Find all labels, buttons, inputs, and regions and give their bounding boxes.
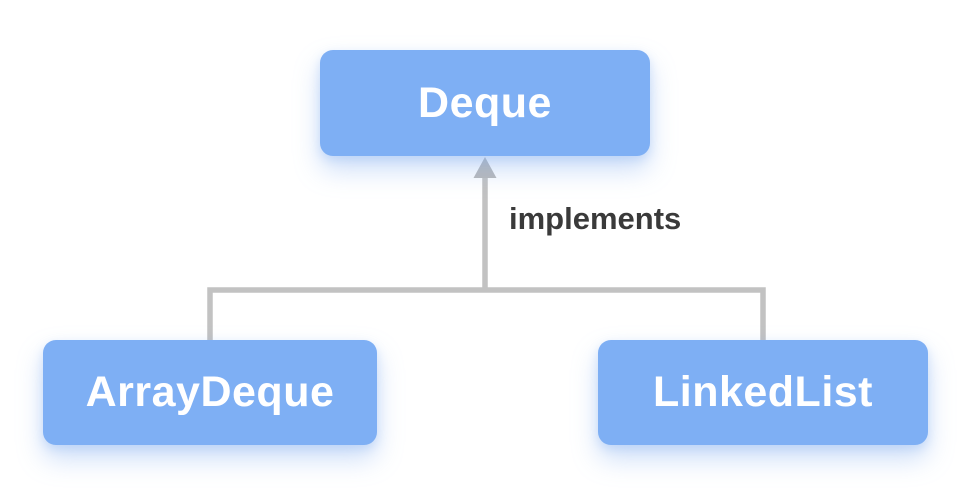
node-arraydeque: ArrayDeque — [43, 340, 377, 445]
node-linkedlist-label: LinkedList — [652, 368, 874, 416]
edge-implements-label: implements — [509, 201, 682, 236]
arrowhead-up-icon — [473, 157, 497, 178]
node-deque: Deque — [320, 50, 650, 156]
node-arraydeque-label: ArrayDeque — [85, 368, 335, 416]
node-linkedlist: LinkedList — [598, 340, 928, 445]
branch-connector-line — [207, 287, 766, 341]
node-deque-label: Deque — [418, 78, 552, 127]
